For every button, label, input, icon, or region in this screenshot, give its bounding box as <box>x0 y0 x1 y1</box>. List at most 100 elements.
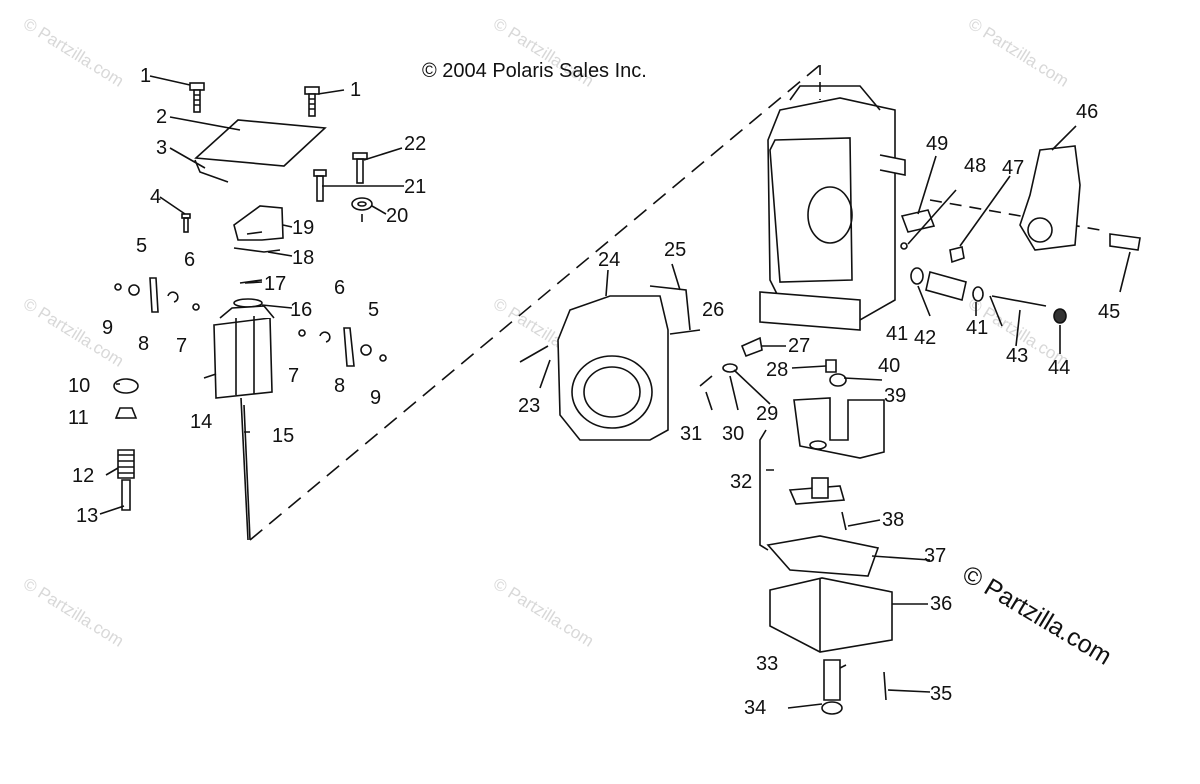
callout: 27 <box>788 335 810 357</box>
spring-27 <box>740 336 763 358</box>
callout: 48 <box>964 155 986 177</box>
callout: 3 <box>156 137 167 159</box>
callout: 41 <box>886 323 908 345</box>
callout: 8 <box>138 333 149 355</box>
wire-32 <box>759 429 769 551</box>
copyright-notice: © 2004 Polaris Sales Inc. <box>422 60 647 82</box>
callout: 38 <box>882 509 904 531</box>
callout: 21 <box>404 176 426 198</box>
washer-20 <box>351 197 373 222</box>
callout: 41 <box>966 317 988 339</box>
nut-11 <box>114 407 138 419</box>
spring-clip-18 <box>233 247 281 253</box>
screw-31 <box>699 375 713 387</box>
gasket-37 <box>766 535 880 577</box>
callout: 22 <box>404 133 426 155</box>
screw-22 <box>352 152 368 184</box>
needle-15 <box>240 397 249 541</box>
pin-17 <box>239 279 263 284</box>
callout: 17 <box>264 273 286 295</box>
callout: 40 <box>878 355 900 377</box>
callout: 47 <box>1002 157 1024 179</box>
drain-fitting-34 <box>821 701 843 715</box>
drain-plug-33 <box>823 659 841 701</box>
callout: 1 <box>140 65 151 87</box>
callout: 7 <box>176 335 187 357</box>
slide-assembly <box>793 397 885 459</box>
screw-1-right <box>304 86 320 117</box>
bracket-19 <box>233 205 284 241</box>
callout: 30 <box>722 423 744 445</box>
o-ring <box>809 440 827 450</box>
callout: 34 <box>744 697 766 719</box>
callout: 18 <box>292 247 314 269</box>
washer-41-left <box>910 267 924 285</box>
callout: 45 <box>1098 301 1120 323</box>
callout-labels: 1 1 2 3 4 5 5 6 6 7 7 8 8 9 9 10 11 12 1… <box>68 65 1120 719</box>
wire-25 <box>649 285 691 331</box>
cover-plate <box>194 119 327 167</box>
jet-13 <box>121 479 131 511</box>
bracket-19-detail <box>246 231 263 235</box>
ball-48 <box>900 242 908 250</box>
nut-7-left <box>192 303 200 311</box>
spring-42 <box>925 271 967 301</box>
callout: 46 <box>1076 101 1098 123</box>
gasket-wire <box>194 159 229 183</box>
callout: 5 <box>368 299 379 321</box>
callout: 2 <box>156 106 167 128</box>
callout: 13 <box>76 505 98 527</box>
callout: 20 <box>386 205 408 227</box>
cap-47 <box>949 246 965 264</box>
pin-40 <box>825 359 837 373</box>
callout: 37 <box>924 545 946 567</box>
screw-35 <box>883 671 887 701</box>
washer-41-right <box>972 286 984 302</box>
callout: 35 <box>930 683 952 705</box>
nut-10 <box>113 378 139 394</box>
callout: 12 <box>72 465 94 487</box>
callout: 23 <box>518 395 540 417</box>
carb-body <box>767 97 896 321</box>
callout: 29 <box>756 403 778 425</box>
screw-23 <box>519 345 549 363</box>
callout: 6 <box>334 277 345 299</box>
callout: 5 <box>136 235 147 257</box>
callout: 14 <box>190 411 212 433</box>
guide-line <box>243 404 251 541</box>
throttle-arm-46 <box>1019 145 1081 251</box>
callout: 33 <box>756 653 778 675</box>
callout: 11 <box>68 407 89 429</box>
callout: 9 <box>370 387 381 409</box>
shaft-43 <box>991 295 1047 307</box>
callout: 28 <box>766 359 788 381</box>
screw-21 <box>313 169 327 202</box>
nut-9-left <box>114 283 122 291</box>
callout: 25 <box>664 239 686 261</box>
float-bowl-36 <box>769 577 893 653</box>
callout: 26 <box>702 299 724 321</box>
callout: 6 <box>184 249 195 271</box>
slide-14 <box>213 317 273 399</box>
plate-8-right <box>343 327 355 367</box>
callout: 7 <box>288 365 299 387</box>
assembly-dashed-line <box>249 64 821 541</box>
callout: 1 <box>350 79 361 101</box>
callout: 9 <box>102 317 113 339</box>
clip-6-left <box>167 291 179 303</box>
clip-6-right <box>319 331 331 343</box>
jet-39 <box>829 373 847 387</box>
callout: 39 <box>884 385 906 407</box>
callout: 4 <box>150 186 161 208</box>
callout: 43 <box>1006 345 1028 367</box>
washer-5-right <box>360 344 372 356</box>
callout: 10 <box>68 375 90 397</box>
nut-7-right <box>298 329 306 337</box>
callout: 44 <box>1048 357 1070 379</box>
small-screw-4 <box>181 213 191 233</box>
callout: 36 <box>930 593 952 615</box>
callout: 16 <box>290 299 312 321</box>
callout: 15 <box>272 425 294 447</box>
